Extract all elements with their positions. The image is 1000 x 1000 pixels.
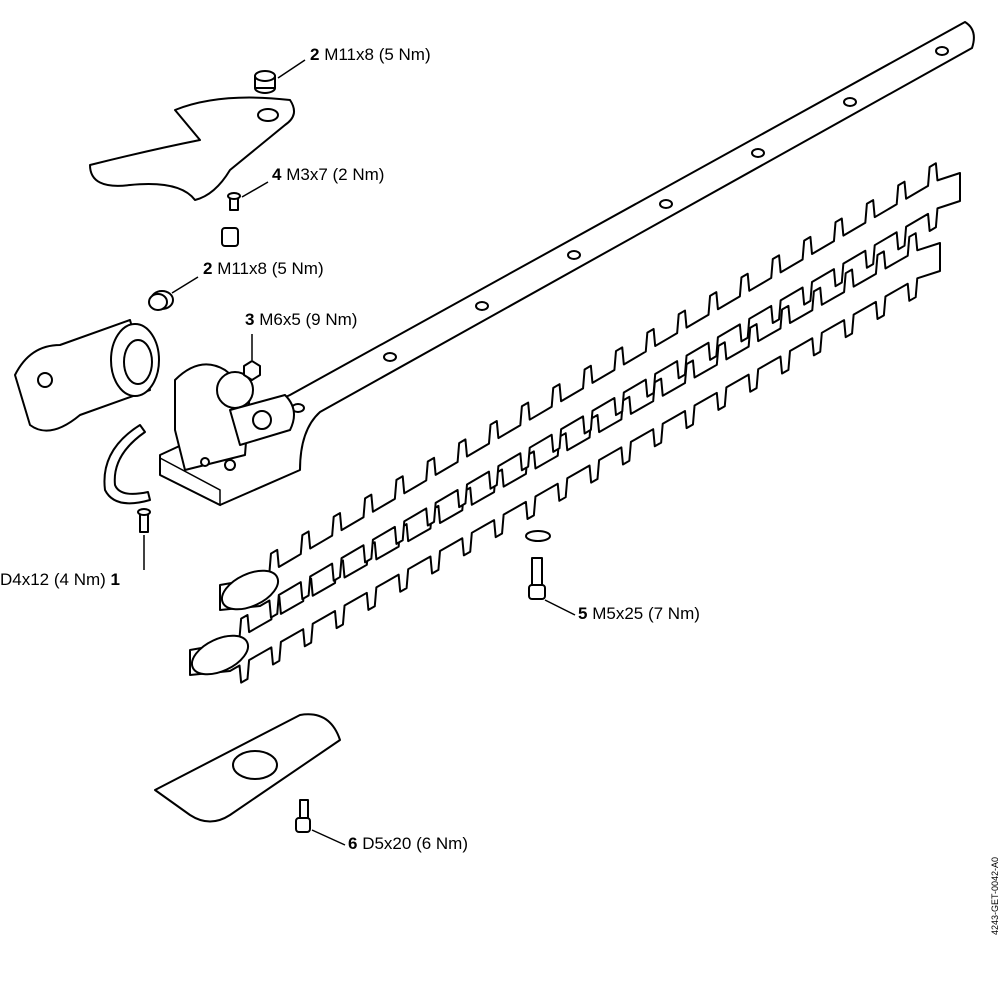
callout-screw-6: 6 D5x20 (6 Nm)	[348, 834, 469, 853]
bar-rivet	[843, 97, 857, 107]
handle	[89, 96, 295, 201]
bar-rivet	[567, 250, 581, 260]
clamp-band	[103, 424, 151, 570]
screw-5	[525, 530, 576, 616]
callout-plug-2-middle: 2 M11x8 (5 Nm)	[203, 259, 324, 278]
bar-rivet	[935, 46, 949, 56]
plug-2-middle	[148, 276, 199, 311]
callout-nut-3: 3 M6x5 (9 Nm)	[245, 310, 358, 329]
coupling-housing	[14, 319, 160, 432]
bar-rivet	[475, 301, 489, 311]
plug-2-top	[254, 59, 306, 94]
lower-blade	[189, 232, 941, 684]
callout-screw-1: D4x12 (4 Nm) 1	[0, 570, 121, 589]
upper-blade-eyelet	[220, 569, 280, 611]
bar-rivet	[383, 352, 397, 362]
callout-screw-5: 5 M5x25 (7 Nm)	[578, 604, 700, 623]
lower-blade-eyelet	[190, 634, 250, 676]
upper-blade	[219, 162, 961, 619]
cover-plate	[154, 713, 346, 846]
callout-screw-4: 4 M3x7 (2 Nm)	[272, 165, 385, 184]
blade-bar	[159, 21, 975, 507]
bar-rivet	[751, 148, 765, 158]
screw-4	[221, 181, 269, 247]
callout-plug-2-top: 2 M11x8 (5 Nm)	[310, 45, 431, 64]
nut-3	[243, 334, 261, 381]
gear-housing	[174, 363, 295, 471]
bar-rivet	[659, 199, 673, 209]
drawing-code: 4243-GET-0042-A0	[990, 856, 1000, 935]
cutting-blades	[189, 162, 961, 684]
